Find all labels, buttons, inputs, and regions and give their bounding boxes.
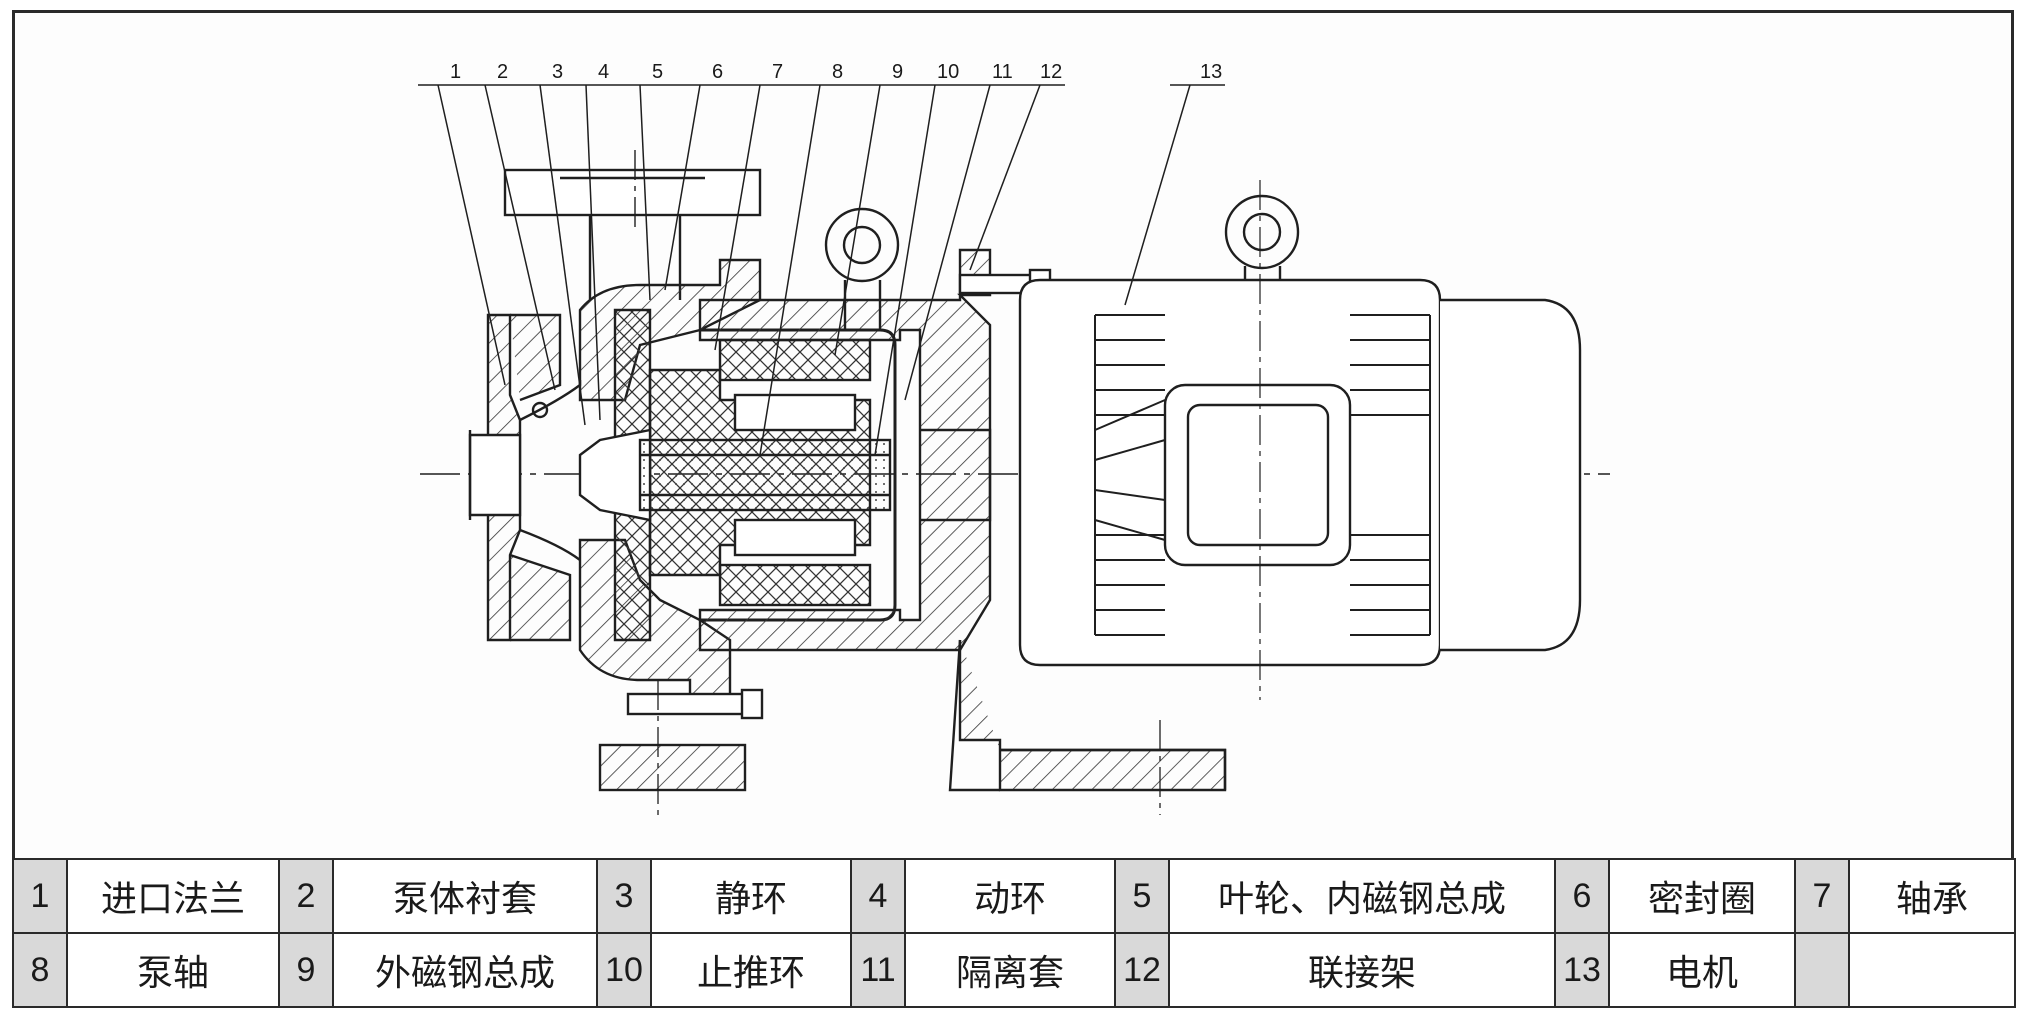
part-number: 11: [850, 932, 906, 1008]
discharge-outlet: [503, 150, 762, 300]
inlet-flange: [468, 313, 582, 642]
part-name: 叶轮、内磁钢总成: [1168, 858, 1556, 934]
part-number: 5: [1114, 858, 1170, 934]
callout-3: 3: [552, 61, 563, 83]
part-number: 6: [1554, 858, 1610, 934]
part-number: 8: [12, 932, 68, 1008]
callout-11: 11: [992, 61, 1013, 83]
part-number: 12: [1114, 932, 1170, 1008]
motor-foot: [1000, 748, 1227, 790]
part-name: 泵轴: [66, 932, 280, 1008]
callout-7: 7: [772, 61, 783, 83]
callout-10: 10: [937, 61, 959, 83]
part-name: 动环: [904, 858, 1116, 934]
pump-shaft: [638, 438, 892, 512]
part-number: 3: [596, 858, 652, 934]
leader-lines: [418, 84, 1225, 456]
callout-numbers: 1 2 3 4 5 6 7 8 9 10 11 12 13: [450, 61, 1222, 83]
part-number: 9: [278, 932, 334, 1008]
part-name: [1848, 932, 2016, 1008]
drawing-frame: [12, 10, 2014, 1006]
callout-12: 12: [1040, 61, 1062, 83]
part-number: 10: [596, 932, 652, 1008]
outer-magnet-assembly: [718, 338, 872, 607]
part-number: 7: [1794, 858, 1850, 934]
part-number: 1: [12, 858, 68, 934]
part-name: 静环: [650, 858, 852, 934]
part-number: 2: [278, 858, 334, 934]
parts-legend-table: 1 进口法兰 2 泵体衬套 3 静环 4 动环 5 叶轮、内磁钢总成 6 密封圈…: [12, 858, 2016, 1008]
part-name: 止推环: [650, 932, 852, 1008]
legend-row: 8 泵轴 9 外磁钢总成 10 止推环 11 隔离套 12 联接架 13 电机: [12, 932, 2016, 1008]
callout-4: 4: [598, 61, 609, 83]
callout-13: 13: [1200, 61, 1222, 83]
part-name: 外磁钢总成: [332, 932, 598, 1008]
callout-5: 5: [652, 61, 663, 83]
part-name: 电机: [1608, 932, 1796, 1008]
pump-cross-section-drawing: 1 2 3 4 5 6 7 8 9 10 11 12 13: [418, 61, 1610, 815]
part-name: 轴承: [1848, 858, 2016, 934]
part-name: 隔离套: [904, 932, 1116, 1008]
callout-2: 2: [497, 61, 508, 83]
part-number: 13: [1554, 932, 1610, 1008]
callout-8: 8: [832, 61, 843, 83]
part-name: 泵体衬套: [332, 858, 598, 934]
lifting-eye-left: [824, 207, 900, 332]
part-number: [1794, 932, 1850, 1008]
part-name: 密封圈: [1608, 858, 1796, 934]
callout-1: 1: [450, 61, 461, 83]
part-name: 进口法兰: [66, 858, 280, 934]
legend-row: 1 进口法兰 2 泵体衬套 3 静环 4 动环 5 叶轮、内磁钢总成 6 密封圈…: [12, 858, 2016, 934]
callout-9: 9: [892, 61, 903, 83]
part-number: 4: [850, 858, 906, 934]
part-name: 联接架: [1168, 932, 1556, 1008]
motor: [1018, 180, 1582, 700]
callout-6: 6: [712, 61, 723, 83]
